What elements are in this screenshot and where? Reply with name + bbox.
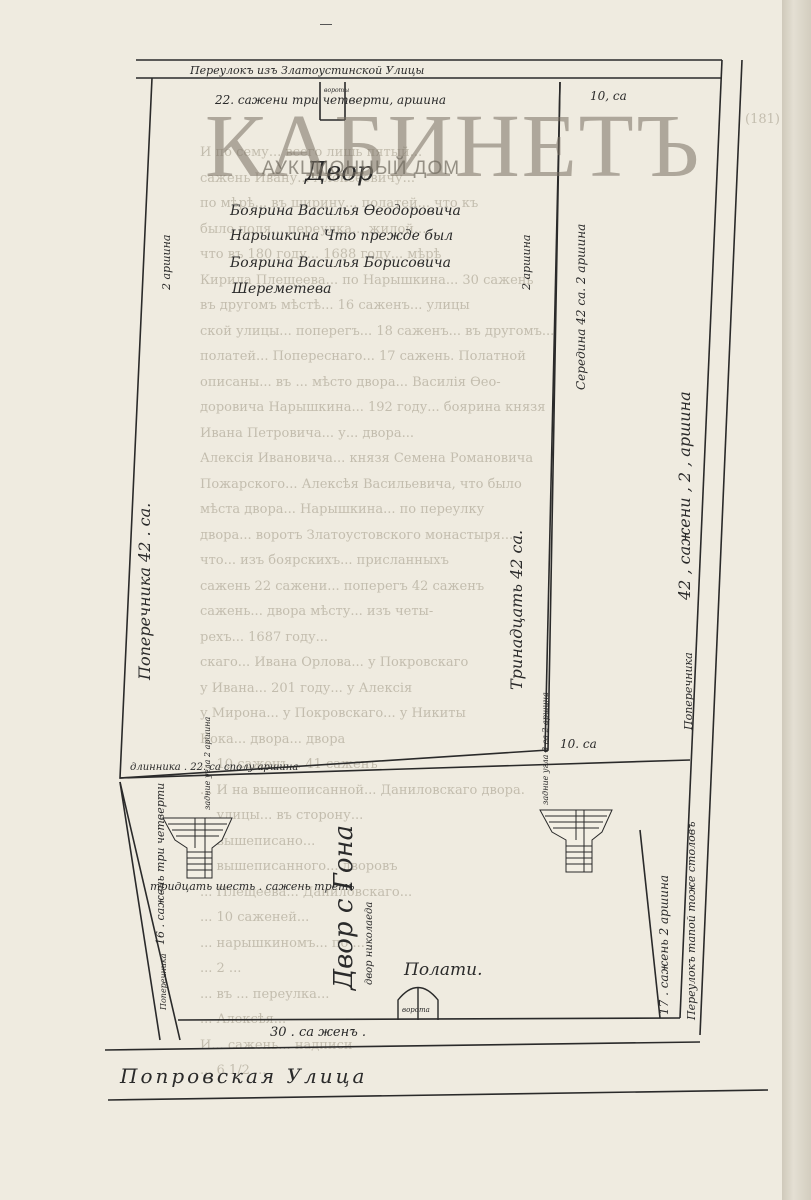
show-through-line: ... нарышкиномъ... по ... xyxy=(200,935,365,951)
yard-left-arshin: 2 аршина xyxy=(160,235,173,291)
yard-title: Двор xyxy=(304,157,374,187)
street-label: Попровская Улица xyxy=(119,1064,367,1088)
left-cross-measure: 16 . сажень три четверти xyxy=(154,783,167,945)
show-through-line: ... 6 1/2 ... xyxy=(200,1063,267,1078)
show-through-line: рехъ... 1687 году... xyxy=(200,629,329,645)
palaty-label: Полати. xyxy=(403,960,483,980)
yard-left-side: Поперечника 42 . са. xyxy=(135,503,154,681)
show-through-line: ... Плещеева... Даниловскаго... xyxy=(200,884,413,900)
tower-left-label: задние угла 2 аршина xyxy=(203,716,212,810)
show-through-line: описаны... въ ... мѣсто двора... Василія… xyxy=(200,374,501,390)
show-through-line: было поля... переулка... жилой... xyxy=(200,221,427,237)
show-through-line: въ другомъ мѣстѣ... 16 саженъ... улицы xyxy=(200,298,470,313)
right-strip-lower: Поперечника xyxy=(682,652,695,731)
tower-right-label: задние угла 3 са 2 аршина xyxy=(541,692,550,805)
show-through-line: что... изъ боярскихъ... присланныхъ xyxy=(200,553,449,568)
show-through-line: скаго... Ивана Орлова... у Покровскаго xyxy=(200,655,469,670)
yard-caption-3: Боярина Василья Борисовича xyxy=(229,255,451,271)
watermark-title: КАБИНЕТЪ xyxy=(205,97,702,196)
top-lane-label: Переулокъ изъ Златоустинской Улицы xyxy=(189,64,424,77)
show-through-line: Кирила Плещеева... по Нарышкина... 30 са… xyxy=(200,272,534,288)
right-bottom-measure: 17 . сажень 2 аршина xyxy=(657,875,671,1015)
show-through-line: ... И на вышеописанной... Даниловскаго д… xyxy=(200,782,525,798)
show-through-line: у Мирона... у Покровскаго... у Никиты xyxy=(200,706,466,721)
show-through-line: по мѣрѣ... въ ширину... полатей... что к… xyxy=(200,196,479,211)
show-through-line: сажень Ивану... Алексеевичу... xyxy=(200,170,416,186)
property-plan: Переулокъ изъ Златоустинской Улицы 22. с… xyxy=(104,59,769,1101)
show-through-line: полатей... Попереснаго... 17 сажень. Пол… xyxy=(200,349,526,364)
ne-measure: 10, са xyxy=(590,89,627,103)
brick-tower-right-icon xyxy=(539,809,613,873)
show-through-line: Ивана Петровича... у... двора... xyxy=(200,425,414,441)
right-strip-measure: 42 , сажени , 2 , аршина xyxy=(675,391,694,601)
page-mark xyxy=(320,24,332,25)
door-label: ворота xyxy=(402,1006,430,1014)
show-through-line: И по сему... всего лишь пятый... xyxy=(200,145,423,160)
show-through-line: ... вышеписано... xyxy=(200,833,316,849)
show-through-line: ... 10 саженей... xyxy=(200,910,310,925)
watermark-subtitle: АУКЦИОННЫЙ ДОМ xyxy=(262,158,461,179)
page-number: (181) xyxy=(745,112,780,127)
yard-caption-1: Боярина Василья Ѳеодоровича xyxy=(229,203,461,219)
yard-bottom-right: 10. са xyxy=(560,737,597,751)
show-through-line: Пожарского... Алексѣя Васильевича, что б… xyxy=(200,476,522,492)
show-through-line: ... улицы... въ сторону... xyxy=(200,808,364,823)
show-through-line: мѣста двора... Нарышкина... по переулку xyxy=(200,502,485,517)
mid-measure: тридцать шесть . сажень треть xyxy=(150,880,355,893)
show-through-line: доровича Нарышкина... 192 году... боярин… xyxy=(200,400,546,415)
yard-right-side: Тринадцать 42 са. xyxy=(507,530,526,690)
yard-right-arshin: 2 аршина xyxy=(520,235,533,291)
show-through-line: ... 2 ... xyxy=(200,961,242,976)
yard-right-top-measure: Середина 42 са. 2 аршина xyxy=(574,224,588,390)
show-through-line: ... 10 саженъ... 41 саженъ xyxy=(200,757,378,772)
show-through-line: у Ивана... 201 году... у Алексія xyxy=(200,680,413,696)
bottom-measure: 30 . са женъ . xyxy=(270,1025,366,1040)
show-through-line: что въ 180 году... 1688 году... мѣрѣ xyxy=(200,247,442,262)
show-through-line: Алексія Ивановича... князя Семена Романо… xyxy=(200,451,534,466)
monastery-sub: двор николаеда xyxy=(364,902,375,985)
yard-top-measure: 22. сажени три четверти, аршина xyxy=(214,93,446,107)
show-through-line: ... въ ... переулка... xyxy=(200,986,330,1002)
gate-label: вороты xyxy=(324,87,349,94)
show-through-line: двора... воротъ Златоустовского монастыр… xyxy=(200,527,514,543)
right-lane-label: Переулокъ тапой тоже столовъ xyxy=(685,822,698,1021)
yard-caption-2: Нарышкина Что прежде был xyxy=(229,228,453,244)
show-through-line: сажень... двора мѣсту... изъ четы- xyxy=(200,604,434,619)
page-edge xyxy=(782,0,811,1200)
show-through-line: ... вышеписанного... дворовъ xyxy=(200,859,398,874)
monastery-name: Двор с Гона xyxy=(329,825,359,991)
yard-bottom-measure: длинника . 22. са сполу аршина xyxy=(130,762,298,773)
left-edge-label: Поперечника xyxy=(159,953,168,1011)
show-through-line: Кока... двора... двора xyxy=(200,731,346,747)
brick-tower-left-icon xyxy=(162,817,233,879)
show-through-text: И по сему... всего лишь пятый... сажень … xyxy=(200,140,780,1084)
show-through-line: сажень 22 сажени... поперегъ 42 саженъ xyxy=(200,578,485,594)
show-through-line: ской улицы... поперегъ... 18 саженъ... в… xyxy=(200,323,555,339)
arched-door-icon xyxy=(397,986,439,1020)
document-page xyxy=(0,0,782,1200)
yard-caption-4: Шереметева xyxy=(231,281,331,297)
